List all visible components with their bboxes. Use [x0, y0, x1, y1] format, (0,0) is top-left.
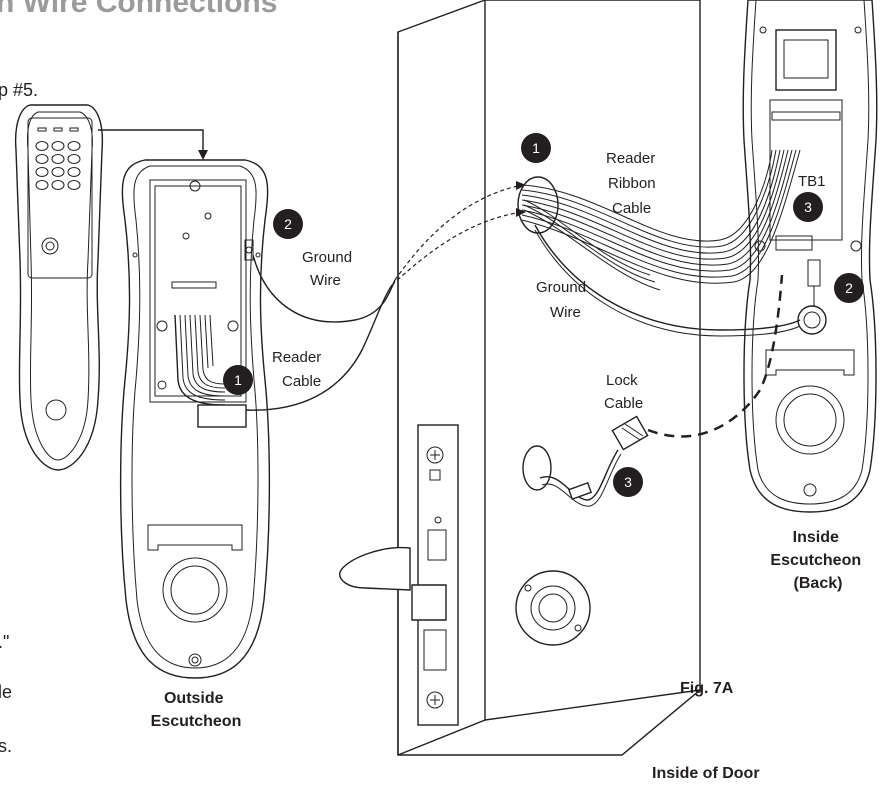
callout-badge: 2 [273, 209, 303, 239]
svg-text:1: 1 [234, 372, 242, 388]
quote-fragment-text: ." [0, 632, 9, 652]
reader-cable-label: Reader Cable [272, 349, 325, 390]
keypad-key [67, 180, 81, 190]
figure-label: Fig. 7A [680, 680, 734, 697]
ground-wire [252, 254, 396, 323]
inside-escutcheon-illustration [742, 0, 878, 513]
outside-escutcheon-label: Outside Escutcheon [151, 690, 242, 730]
door-illustration [339, 0, 701, 756]
keypad-key [35, 180, 49, 190]
callout-badge: 3 [793, 192, 823, 222]
keypad-key [51, 167, 65, 177]
ground-wire-hidden [394, 184, 523, 281]
word-fragment-text: le [0, 682, 12, 702]
keypad-key [51, 141, 65, 151]
arrow-head [198, 150, 208, 160]
step-reference-text: p #5. [0, 80, 38, 100]
lock-cable-hidden [647, 274, 784, 438]
lock-cable [539, 415, 649, 507]
svg-text:1: 1 [532, 140, 540, 156]
keypad-key [35, 154, 49, 164]
outside-escutcheon-illustration [119, 159, 271, 679]
callout-badge: 2 [834, 273, 864, 303]
keypad-led [37, 127, 47, 132]
ground-wire-label: Ground Wire [302, 249, 356, 289]
inside-ground-wire-label: Ground Wire [536, 279, 590, 321]
callout-badge: 1 [223, 365, 253, 395]
keypad-led [69, 127, 79, 132]
svg-text:2: 2 [284, 216, 292, 232]
assembly-arrow [98, 129, 204, 158]
reader-cable-hidden [391, 211, 523, 286]
reader-cable [245, 284, 393, 411]
keypad-key [67, 154, 81, 164]
reader-ribbon-cable-label: Reader Ribbon Cable [606, 150, 660, 217]
svg-text:2: 2 [845, 280, 853, 296]
word-fragment-text: s. [0, 736, 12, 756]
svg-text:3: 3 [804, 199, 812, 215]
section-title: n Wire Connections [0, 0, 277, 19]
callout-badge: 1 [521, 133, 551, 163]
keypad-key [35, 141, 49, 151]
keypad-key [51, 180, 65, 190]
keypad-reader-illustration [14, 104, 104, 471]
reader-ribbon-cable-bundle [521, 149, 801, 291]
keypad-key [67, 141, 81, 151]
inside-of-door-label: Inside of Door [652, 765, 760, 782]
callout-badge: 3 [613, 467, 643, 497]
tb1-label: TB1 [798, 173, 826, 190]
inside-escutcheon-label: Inside Escutcheon (Back) [770, 529, 865, 592]
lock-cable-label: Lock Cable [604, 372, 643, 412]
keypad-key [67, 167, 81, 177]
svg-text:3: 3 [624, 474, 632, 490]
keypad-key [51, 154, 65, 164]
keypad-key [35, 167, 49, 177]
inside-ground-wire [534, 224, 801, 331]
keypad-led [53, 127, 63, 132]
